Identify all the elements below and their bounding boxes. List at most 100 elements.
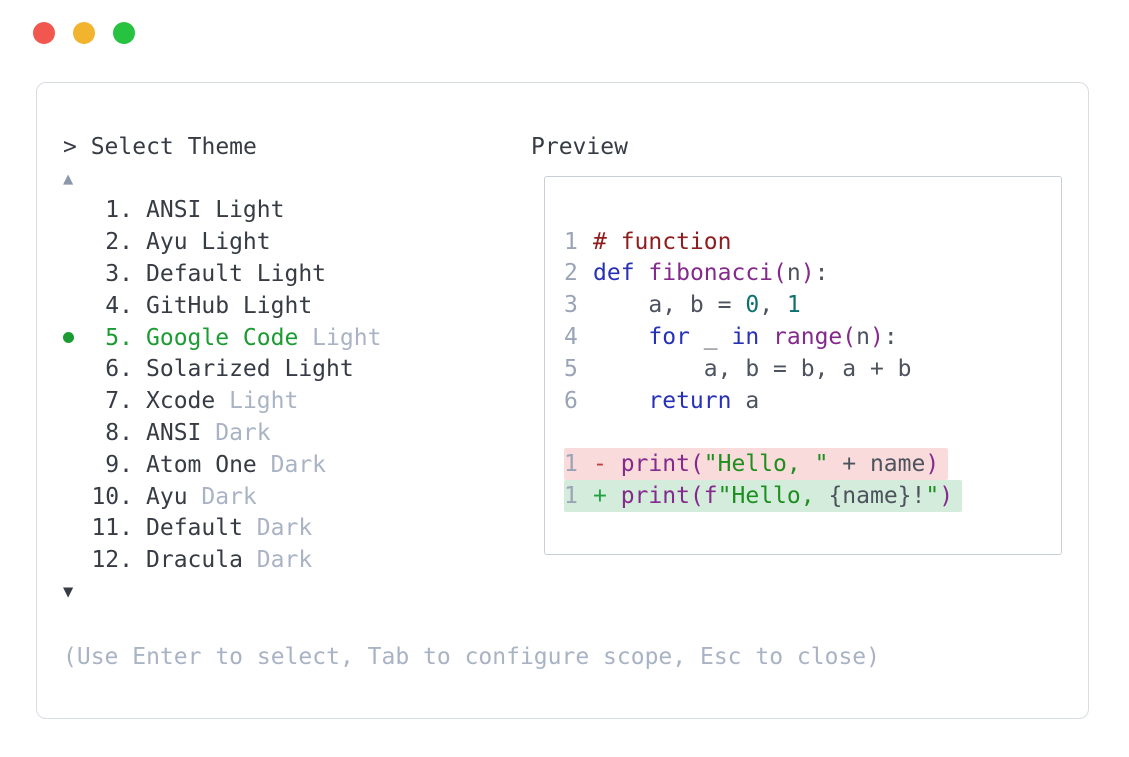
scroll-up-icon[interactable]: ▲	[63, 168, 74, 189]
code-token	[593, 388, 648, 414]
theme-item-number: 6.	[105, 356, 133, 383]
theme-item-name: Default Light	[146, 261, 327, 288]
theme-item-name: Default	[146, 515, 243, 542]
zoom-button[interactable]	[113, 22, 135, 44]
theme-item-number: 4.	[105, 292, 133, 319]
selected-bullet-icon	[63, 332, 74, 344]
code-token: )	[870, 324, 884, 351]
code-token: in	[731, 324, 760, 351]
blank-line	[564, 417, 1061, 449]
code-line: 5 a, b = b, a + b	[564, 353, 1061, 385]
code-token: {name}!	[828, 483, 926, 510]
line-number: 3	[564, 292, 578, 319]
theme-item[interactable]: 2. Ayu Light	[63, 226, 531, 258]
code-token: n	[856, 324, 871, 351]
code-token: 0	[745, 292, 760, 319]
code-token: # function	[593, 228, 732, 255]
diff-highlight: 1 + print(f"Hello, {name}!")	[564, 480, 963, 512]
diff-added-line: 1 + print(f"Hello, {name}!")	[564, 480, 1061, 512]
code-token: _	[689, 324, 732, 351]
code-token: n	[786, 260, 801, 287]
preview-title: Preview	[531, 133, 628, 160]
code-token: )	[800, 260, 815, 287]
theme-item-number: 1.	[105, 197, 133, 224]
code-token: +	[593, 483, 621, 510]
line-number: 4	[564, 324, 578, 351]
theme-item[interactable]: 4. GitHub Light	[63, 290, 531, 322]
close-button[interactable]	[33, 22, 55, 44]
select-theme-prompt: > Select Theme	[63, 133, 257, 160]
code-token: a, b = b, a + b	[593, 355, 912, 382]
code-token: ,	[759, 292, 787, 319]
theme-item-number: 11.	[91, 515, 133, 542]
code-token: a	[731, 387, 760, 414]
theme-item-number: 8.	[105, 420, 133, 447]
theme-item[interactable]: 12. Dracula Dark	[63, 544, 531, 576]
code-token: for	[648, 324, 690, 351]
line-number: 5	[564, 355, 578, 382]
code-line: 4 for _ in range(n):	[564, 321, 1061, 353]
line-number: 1	[564, 483, 578, 510]
code-token	[635, 260, 649, 286]
code-token: :	[883, 324, 898, 351]
code-token: "	[925, 483, 940, 510]
minimize-button[interactable]	[73, 22, 95, 44]
theme-item[interactable]: 5.Google Code Light	[63, 322, 531, 354]
theme-item-variant: Dark	[256, 451, 327, 478]
code-line: 6 return a	[564, 385, 1061, 417]
theme-item-name: Ayu Light	[146, 229, 271, 256]
theme-item-variant: Light	[215, 388, 299, 415]
theme-item[interactable]: 1.ANSI Light	[63, 195, 531, 227]
code-line: 3 a, b = 0, 1	[564, 289, 1061, 321]
code-token: "Hello, "	[703, 451, 829, 478]
code-line: 1# function	[564, 226, 1061, 258]
theme-item-name: Atom One	[146, 451, 257, 478]
code-token: (	[842, 324, 857, 351]
theme-item-name: ANSI	[146, 420, 202, 447]
code-token	[593, 324, 648, 350]
bullet-slot	[63, 332, 91, 344]
code-token: )	[939, 483, 954, 510]
scroll-down-icon[interactable]: ▼	[63, 582, 74, 603]
code-token: :	[814, 260, 829, 287]
code-token: f	[703, 483, 718, 510]
theme-item[interactable]: 3. Default Light	[63, 258, 531, 290]
line-number: 2	[564, 260, 578, 287]
theme-item-number: 2.	[105, 229, 133, 256]
theme-item[interactable]: 6. Solarized Light	[63, 354, 531, 386]
theme-item-number: 10.	[91, 483, 133, 510]
code-token: + name	[828, 451, 926, 478]
theme-item[interactable]: 10. Ayu Dark	[63, 481, 531, 513]
theme-item-number: 12.	[91, 547, 133, 574]
theme-item-name: Ayu	[146, 483, 188, 510]
code-token: (	[773, 260, 787, 287]
diff-removed-line: 1- print("Hello, " + name)	[564, 448, 1061, 481]
theme-item-variant: Dark	[201, 420, 271, 447]
theme-item[interactable]: 9. Atom One Dark	[63, 449, 531, 481]
theme-item[interactable]: 7.Xcode Light	[63, 385, 531, 417]
code-token: range	[773, 324, 843, 351]
help-text: (Use Enter to select, Tab to configure s…	[63, 643, 880, 670]
theme-item-name: GitHub Light	[146, 292, 313, 319]
diff-highlight: 1- print("Hello, " + name)	[564, 448, 949, 481]
code-token: )	[925, 451, 940, 478]
theme-item-name: Solarized Light	[146, 356, 354, 383]
theme-item[interactable]: 11.Default Dark	[63, 513, 531, 545]
traffic-lights	[33, 22, 135, 44]
code-token: def	[593, 260, 635, 287]
theme-item-variant: Dark	[242, 547, 313, 574]
code-token: print(	[620, 483, 704, 510]
theme-item-number: 9.	[105, 451, 133, 478]
theme-item-name: Xcode	[146, 388, 216, 415]
theme-item-name: Dracula	[146, 547, 243, 574]
theme-item[interactable]: 8. ANSI Dark	[63, 417, 531, 449]
theme-item-number: 3.	[105, 261, 133, 288]
theme-item-number: 5.	[105, 324, 133, 351]
code-token: return	[648, 387, 732, 414]
theme-item-variant: Light	[298, 324, 382, 351]
theme-item-variant: Dark	[187, 483, 257, 510]
code-token: "Hello,	[717, 483, 829, 510]
